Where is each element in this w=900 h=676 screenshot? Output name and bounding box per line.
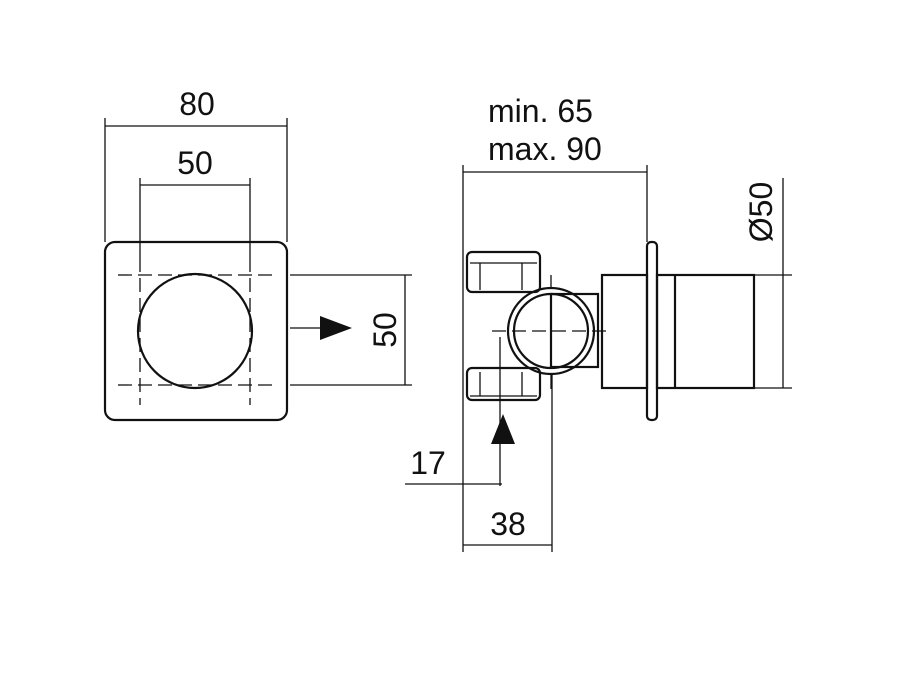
dim-diameter-50: Ø50 bbox=[743, 182, 779, 242]
dim-17: 17 bbox=[410, 445, 446, 481]
dim-38: 38 bbox=[490, 506, 526, 542]
cover-plate bbox=[103, 240, 289, 422]
dim-50-horizontal: 50 bbox=[177, 145, 213, 181]
arrow-head-icon bbox=[491, 414, 515, 444]
dim-min-65: min. 65 bbox=[488, 93, 593, 129]
dim-50-vertical: 50 bbox=[367, 312, 403, 348]
dim-max-90: max. 90 bbox=[488, 131, 602, 167]
upper-nut bbox=[465, 250, 542, 294]
knob bbox=[136, 272, 254, 390]
front-view: 80 50 50 bbox=[103, 86, 412, 422]
arrow-head-icon bbox=[320, 316, 352, 340]
handle bbox=[655, 273, 756, 390]
flange bbox=[645, 240, 659, 422]
spindle-block bbox=[600, 273, 649, 390]
dim-80: 80 bbox=[179, 86, 215, 122]
lower-nut bbox=[465, 366, 542, 402]
side-view: Ø50 min. 65 max. 90 17 38 bbox=[405, 93, 792, 552]
